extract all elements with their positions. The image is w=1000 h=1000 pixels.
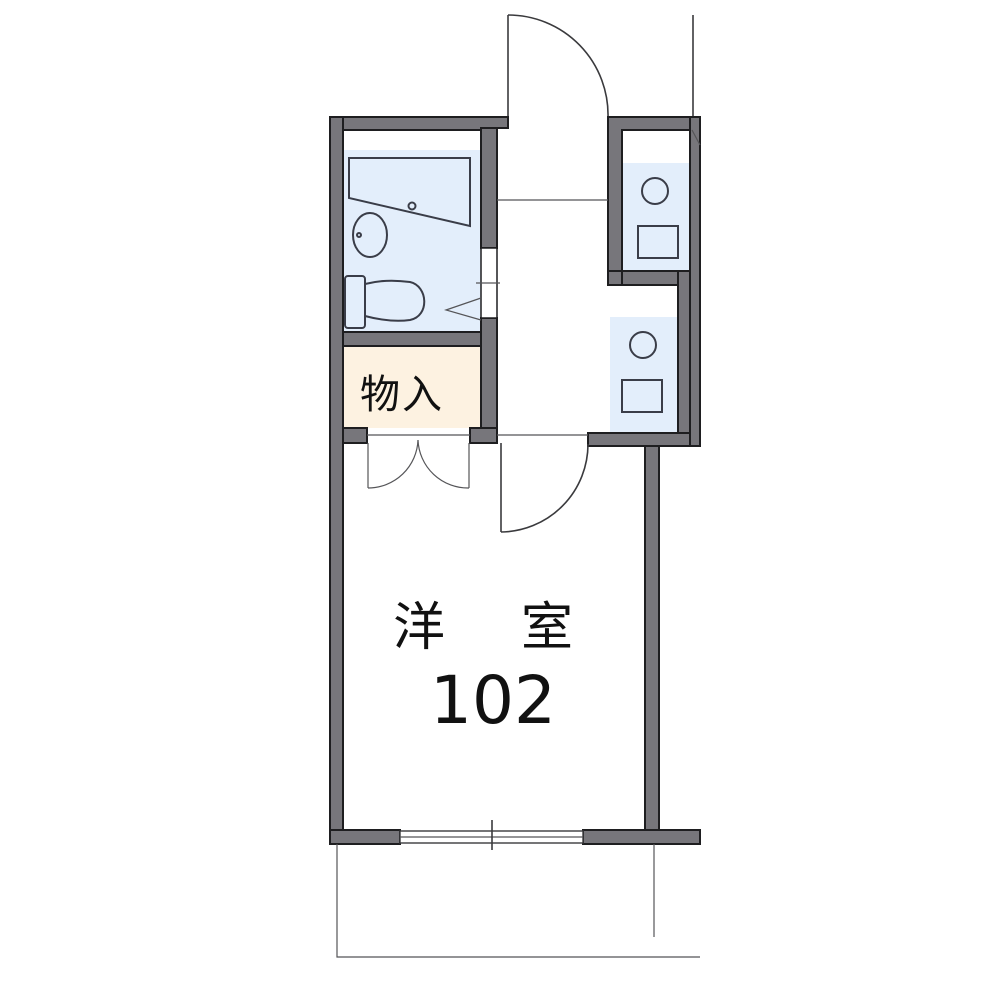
stove-icon	[621, 331, 663, 413]
bath-door-icon	[443, 247, 500, 321]
room-label-part2: 室	[521, 598, 574, 658]
laundry-area	[622, 163, 690, 271]
room-label-part1: 洋	[393, 598, 446, 658]
room-door	[497, 434, 589, 533]
neighbour-wall-edge	[691, 129, 701, 146]
unit-number: 102	[430, 662, 556, 739]
washbasin-icon	[352, 212, 388, 258]
washing-machine-icon	[637, 177, 679, 259]
bathtub-icon	[348, 157, 471, 228]
closet-double-door	[367, 434, 470, 489]
toilet-icon	[344, 275, 426, 329]
kitchen-area	[610, 317, 678, 433]
storage-closet-label: 物入	[360, 372, 444, 418]
walls	[329, 116, 701, 845]
entrance-door	[507, 14, 609, 119]
balcony-window	[399, 820, 584, 850]
room-label: 洋室	[393, 585, 573, 660]
storage-closet-area	[343, 346, 481, 428]
balcony	[336, 844, 700, 958]
